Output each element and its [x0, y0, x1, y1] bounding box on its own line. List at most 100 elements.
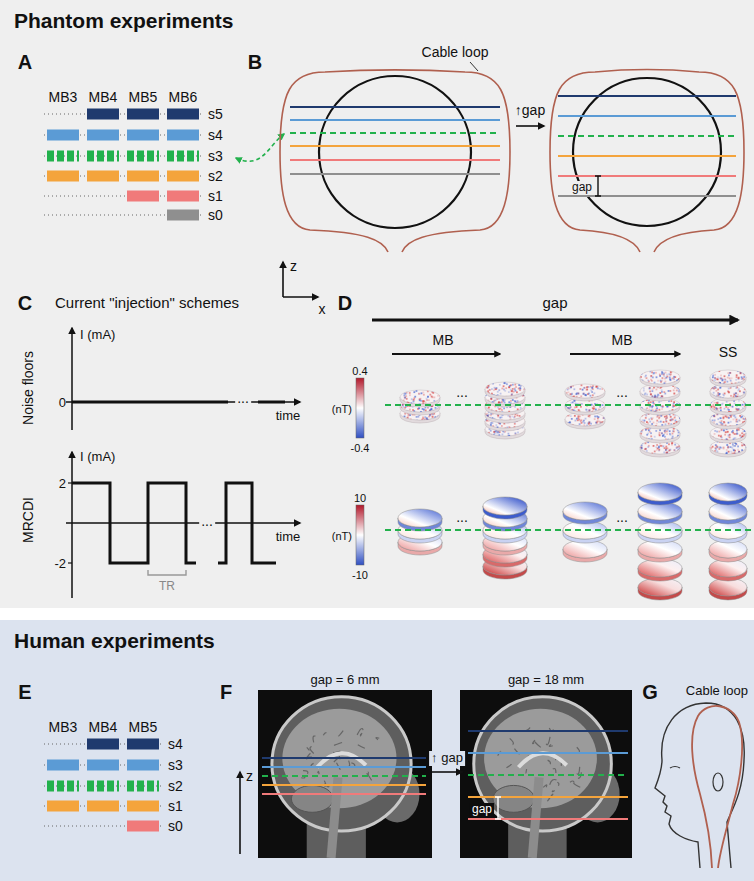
noise-dot	[593, 392, 595, 394]
noise-dot	[437, 408, 439, 410]
noise-dot	[739, 415, 741, 417]
noise-dot	[728, 451, 730, 453]
noise-dot	[660, 387, 662, 389]
noise-dot	[714, 402, 716, 404]
noise-dot	[594, 418, 596, 420]
noise-dot	[566, 392, 568, 394]
noise-dot	[735, 437, 737, 439]
noise-dot	[735, 392, 737, 394]
noise-dot	[421, 419, 423, 421]
noise-dot	[742, 407, 744, 409]
noise-dot	[491, 409, 493, 411]
noise-dot	[744, 451, 746, 453]
noise-dot	[659, 416, 661, 418]
noise-dot	[430, 408, 432, 410]
noise-dot	[676, 446, 678, 448]
noise-dot	[515, 390, 517, 392]
slice-block	[47, 781, 79, 792]
noise-dot	[734, 415, 736, 417]
noise-dot	[717, 411, 719, 413]
noise-dot	[645, 426, 647, 428]
noise-dot	[744, 430, 746, 432]
noise-dot	[669, 430, 671, 432]
noise-dot	[653, 422, 655, 424]
gyrus	[313, 736, 315, 742]
noise-dot	[403, 395, 405, 397]
noise-dot	[731, 383, 733, 385]
noise-dot	[717, 392, 719, 394]
noise-dot	[667, 406, 669, 408]
noise-dot	[648, 411, 650, 413]
leader-line	[470, 62, 478, 71]
noise-dot	[510, 418, 512, 420]
noise-dot	[712, 376, 714, 378]
noise-dot	[510, 400, 512, 402]
noise-dot	[569, 424, 571, 426]
noise-dot	[489, 389, 491, 391]
noise-dot	[432, 416, 434, 418]
noise-dot	[677, 412, 679, 414]
noise-dot	[641, 394, 643, 396]
noise-dot	[566, 400, 568, 402]
noise-dot	[741, 445, 743, 447]
noise-dot	[504, 427, 506, 429]
noise-dot	[521, 427, 523, 429]
current-trace	[218, 483, 276, 563]
noise-dot	[645, 375, 647, 377]
noise-dot	[504, 399, 506, 401]
noise-dot	[717, 378, 719, 380]
noise-dot	[648, 418, 650, 420]
noise-dot	[485, 382, 487, 384]
noise-dot	[501, 420, 503, 422]
axis-arrow	[71, 328, 73, 430]
noise-dot	[570, 386, 572, 388]
noise-dot	[654, 411, 656, 413]
noise-dot	[711, 415, 713, 417]
noise-dot	[719, 382, 721, 384]
noise-dot	[413, 391, 415, 393]
noise-dot	[666, 421, 668, 423]
noise-dot	[429, 415, 431, 417]
noise-dot	[721, 429, 723, 431]
noise-dot	[673, 449, 675, 451]
noise-dot	[670, 379, 672, 381]
noise-dot	[640, 410, 642, 412]
noise-dot	[719, 417, 721, 419]
noise-dot	[735, 421, 737, 423]
noise-dot	[730, 446, 732, 448]
noise-dot	[491, 398, 493, 400]
noise-dot	[505, 382, 507, 384]
noise-dot	[652, 402, 654, 404]
noise-dot	[508, 435, 510, 437]
scalp	[474, 697, 612, 831]
noise-dot	[712, 383, 714, 385]
corpus-callosum	[317, 753, 366, 767]
noise-dot	[582, 389, 584, 391]
noise-dot	[416, 390, 418, 392]
noise-dot	[658, 434, 660, 436]
noise-dot	[645, 415, 647, 417]
noise-dot	[726, 449, 728, 451]
noise-dot	[495, 395, 497, 397]
gyrus	[574, 783, 581, 787]
noise-dot	[742, 422, 744, 424]
brainstem	[331, 777, 338, 858]
noise-dot	[571, 418, 573, 420]
noise-dot	[720, 409, 722, 411]
noise-dot	[407, 417, 409, 419]
slice-block	[167, 130, 199, 141]
noise-dot	[723, 429, 725, 431]
noise-dot	[571, 409, 573, 411]
noise-dot	[744, 388, 746, 390]
noise-dot	[569, 388, 571, 390]
noise-dot	[661, 395, 663, 397]
noise-dot	[406, 398, 408, 400]
noise-dot	[738, 429, 740, 431]
noise-dot	[499, 417, 501, 419]
noise-dot	[574, 426, 576, 428]
noise-dot	[641, 448, 643, 450]
noise-dot	[569, 397, 571, 399]
noise-dot	[421, 392, 423, 394]
noise-dot	[713, 406, 715, 408]
noise-dot	[743, 418, 745, 420]
